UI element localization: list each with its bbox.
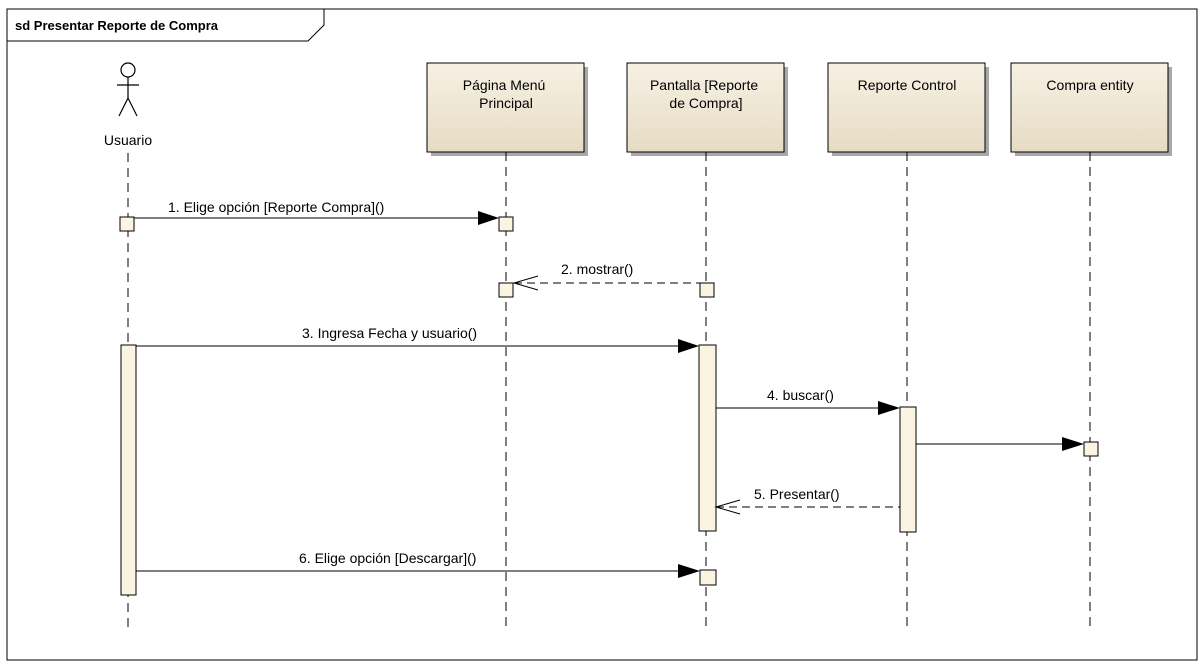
arrowhead-filled-icon (878, 401, 900, 415)
activation-usuario-1 (119, 216, 135, 232)
object-reporte-control[interactable]: Reporte Control (827, 62, 989, 156)
message-label: 5. Presentar() (754, 486, 840, 502)
arrowhead-filled-icon (478, 211, 499, 225)
message-1[interactable]: 1. Elige opción [Reporte Compra]() (134, 199, 499, 225)
object-compra-entity[interactable]: Compra entity (1010, 62, 1172, 156)
object-label: Reporte Control (858, 77, 957, 93)
message-3[interactable]: 3. Ingresa Fecha y usuario() (136, 325, 699, 353)
message-label: 1. Elige opción [Reporte Compra]() (168, 199, 384, 215)
object-label: Página Menú Principal (463, 77, 549, 111)
activation-pagina-1 (498, 216, 514, 232)
actor-usuario[interactable]: Usuario (104, 62, 152, 148)
arrowhead-filled-icon (1062, 437, 1084, 451)
activation-pagina-2 (498, 282, 514, 298)
message-label: 2. mostrar() (561, 261, 633, 277)
diagram-frame: sd Presentar Reporte de Compra (6, 8, 1198, 661)
message-label: 4. buscar() (767, 387, 834, 403)
message-5[interactable]: 5. Presentar() (714, 486, 900, 515)
actor-head-icon (120, 62, 136, 78)
activation-compra-entity (1083, 441, 1099, 457)
message-label: 3. Ingresa Fecha y usuario() (302, 325, 477, 341)
arrowhead-open-icon (714, 499, 741, 515)
activation-usuario-2 (120, 344, 137, 596)
frame-title: sd Presentar Reporte de Compra (15, 18, 219, 33)
object-label: Compra entity (1046, 77, 1133, 93)
object-label: Pantalla [Reporte de Compra] (650, 77, 762, 111)
activation-pantalla-1 (699, 282, 715, 298)
message-2[interactable]: 2. mostrar() (512, 261, 700, 291)
object-pantalla-reporte-compra[interactable]: Pantalla [Reporte de Compra] (626, 62, 788, 156)
arrowhead-filled-icon (678, 339, 699, 353)
message-unlabeled[interactable] (916, 437, 1084, 451)
object-pagina-menu-principal[interactable]: Página Menú Principal (426, 62, 588, 156)
message-4[interactable]: 4. buscar() (716, 387, 900, 415)
activation-pantalla-2 (698, 344, 717, 532)
activation-pantalla-3 (699, 569, 717, 586)
activation-reporte-control (899, 406, 917, 533)
message-6[interactable]: 6. Elige opción [Descargar]() (136, 550, 700, 578)
message-label: 6. Elige opción [Descargar]() (299, 550, 476, 566)
arrowhead-open-icon (512, 275, 539, 291)
arrowhead-filled-icon (678, 564, 700, 578)
actor-label: Usuario (104, 132, 152, 148)
